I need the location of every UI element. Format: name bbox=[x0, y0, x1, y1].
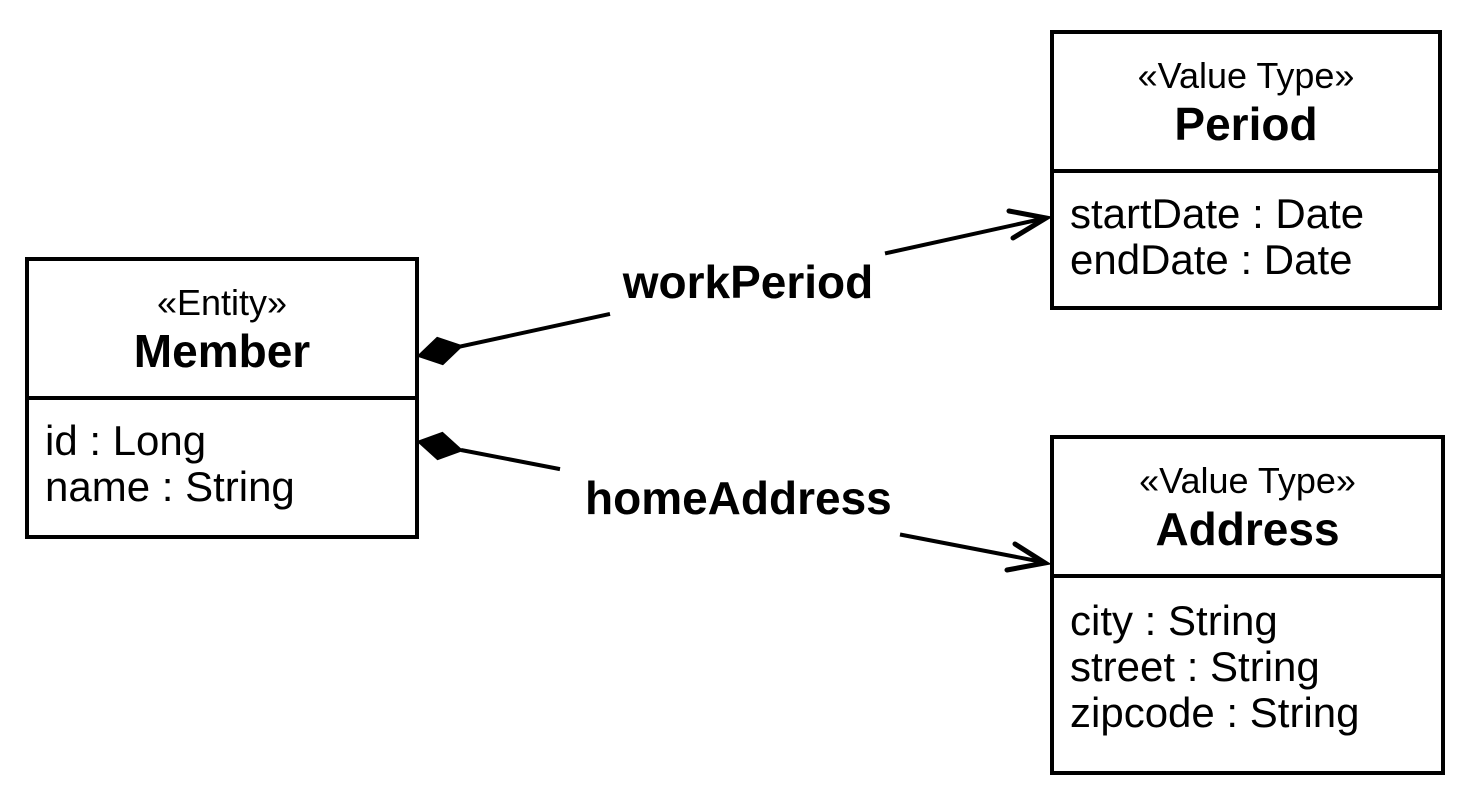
arrowhead-icon bbox=[1004, 541, 1052, 573]
attributes-compartment: city : String street : String zipcode : … bbox=[1054, 578, 1441, 771]
class-name: Address bbox=[1155, 502, 1340, 555]
composition-diamond-icon bbox=[416, 336, 464, 366]
class-box-period: «Value Type» Period startDate : Date end… bbox=[1050, 30, 1442, 310]
relation-label-workperiod: workPeriod bbox=[622, 256, 874, 308]
class-header: «Entity» Member bbox=[29, 261, 415, 400]
attribute: city : String bbox=[1070, 597, 1278, 644]
attribute: zipcode : String bbox=[1070, 689, 1360, 736]
workperiod-line-segment-1 bbox=[459, 311, 611, 349]
attribute: name : String bbox=[45, 463, 295, 510]
homeaddress-line-segment-2 bbox=[899, 532, 1046, 565]
composition-diamond-icon bbox=[416, 431, 464, 461]
class-box-address: «Value Type» Address city : String stree… bbox=[1050, 435, 1445, 775]
homeaddress-line-segment-1 bbox=[460, 448, 561, 472]
attribute: street : String bbox=[1070, 643, 1320, 690]
workperiod-line-segment-2 bbox=[884, 216, 1047, 256]
stereotype-label: «Value Type» bbox=[1137, 54, 1355, 96]
class-header: «Value Type» Period bbox=[1054, 34, 1438, 173]
relation-label-homeaddress: homeAddress bbox=[585, 472, 892, 524]
arrowhead-icon bbox=[1006, 208, 1053, 241]
attributes-compartment: id : Long name : String bbox=[29, 400, 415, 535]
stereotype-label: «Value Type» bbox=[1139, 459, 1356, 501]
attribute: startDate : Date bbox=[1070, 190, 1365, 237]
attribute: endDate : Date bbox=[1070, 236, 1353, 283]
class-box-member: «Entity» Member id : Long name : String bbox=[25, 257, 419, 539]
attribute: id : Long bbox=[45, 417, 207, 464]
class-name: Period bbox=[1174, 97, 1318, 150]
class-name: Member bbox=[133, 324, 311, 377]
stereotype-label: «Entity» bbox=[156, 281, 288, 323]
attributes-compartment: startDate : Date endDate : Date bbox=[1054, 173, 1438, 306]
class-header: «Value Type» Address bbox=[1054, 439, 1441, 578]
